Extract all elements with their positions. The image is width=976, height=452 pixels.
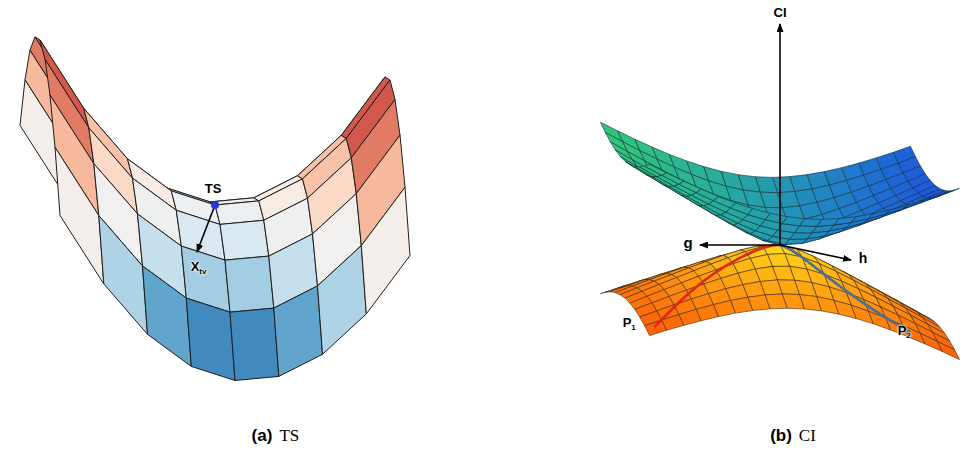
g-vector: [700, 244, 780, 246]
ts-point: [211, 201, 219, 209]
surface-patch: [645, 164, 667, 175]
path-p1: [654, 245, 780, 327]
lower-cone-surface: [601, 245, 960, 360]
reaction-paths: [654, 245, 910, 332]
surface-patch: [928, 191, 950, 198]
point-label: TS: [205, 182, 222, 196]
ci-axis: [779, 24, 781, 245]
surface-patch: [679, 181, 701, 193]
surface-patch: [55, 147, 104, 284]
surface-patch: [361, 187, 410, 314]
subscript: 1: [631, 324, 635, 333]
subscript: tv: [199, 268, 206, 277]
surface-patch: [143, 266, 192, 367]
surface-patch: [230, 308, 279, 380]
tv-arrow: [197, 205, 215, 252]
surface-patch: [662, 173, 684, 184]
vector-label: X: [191, 260, 200, 274]
caption-tag: (b): [770, 427, 792, 446]
vector-label: g: [683, 235, 692, 252]
surface-patch: [937, 341, 959, 359]
surface-patch: [274, 286, 323, 377]
path-label: P: [898, 324, 907, 338]
surface-patch: [318, 246, 367, 355]
surface-patch: [903, 200, 925, 209]
surface-patch: [869, 210, 891, 219]
surface-patch: [886, 205, 908, 214]
path-p2: [780, 245, 910, 332]
surface-patch: [225, 256, 274, 312]
caption-tag: (a): [252, 427, 273, 446]
surface-patch: [99, 216, 148, 335]
surface-patch: [220, 220, 269, 260]
caption-text: TS: [279, 427, 299, 446]
axis-label: CI: [774, 6, 787, 20]
surface-patch: [937, 188, 959, 196]
saddle-surface: [20, 37, 410, 381]
surface-patch: [615, 150, 637, 167]
vector-label: h: [859, 251, 868, 266]
path-label: P: [623, 316, 632, 330]
surface-patch: [795, 280, 817, 296]
subscript: 2: [906, 332, 910, 341]
surface-patch: [186, 298, 235, 380]
axis-arrows: [197, 24, 851, 260]
h-vector: [780, 245, 851, 260]
caption-text: CI: [799, 427, 816, 446]
